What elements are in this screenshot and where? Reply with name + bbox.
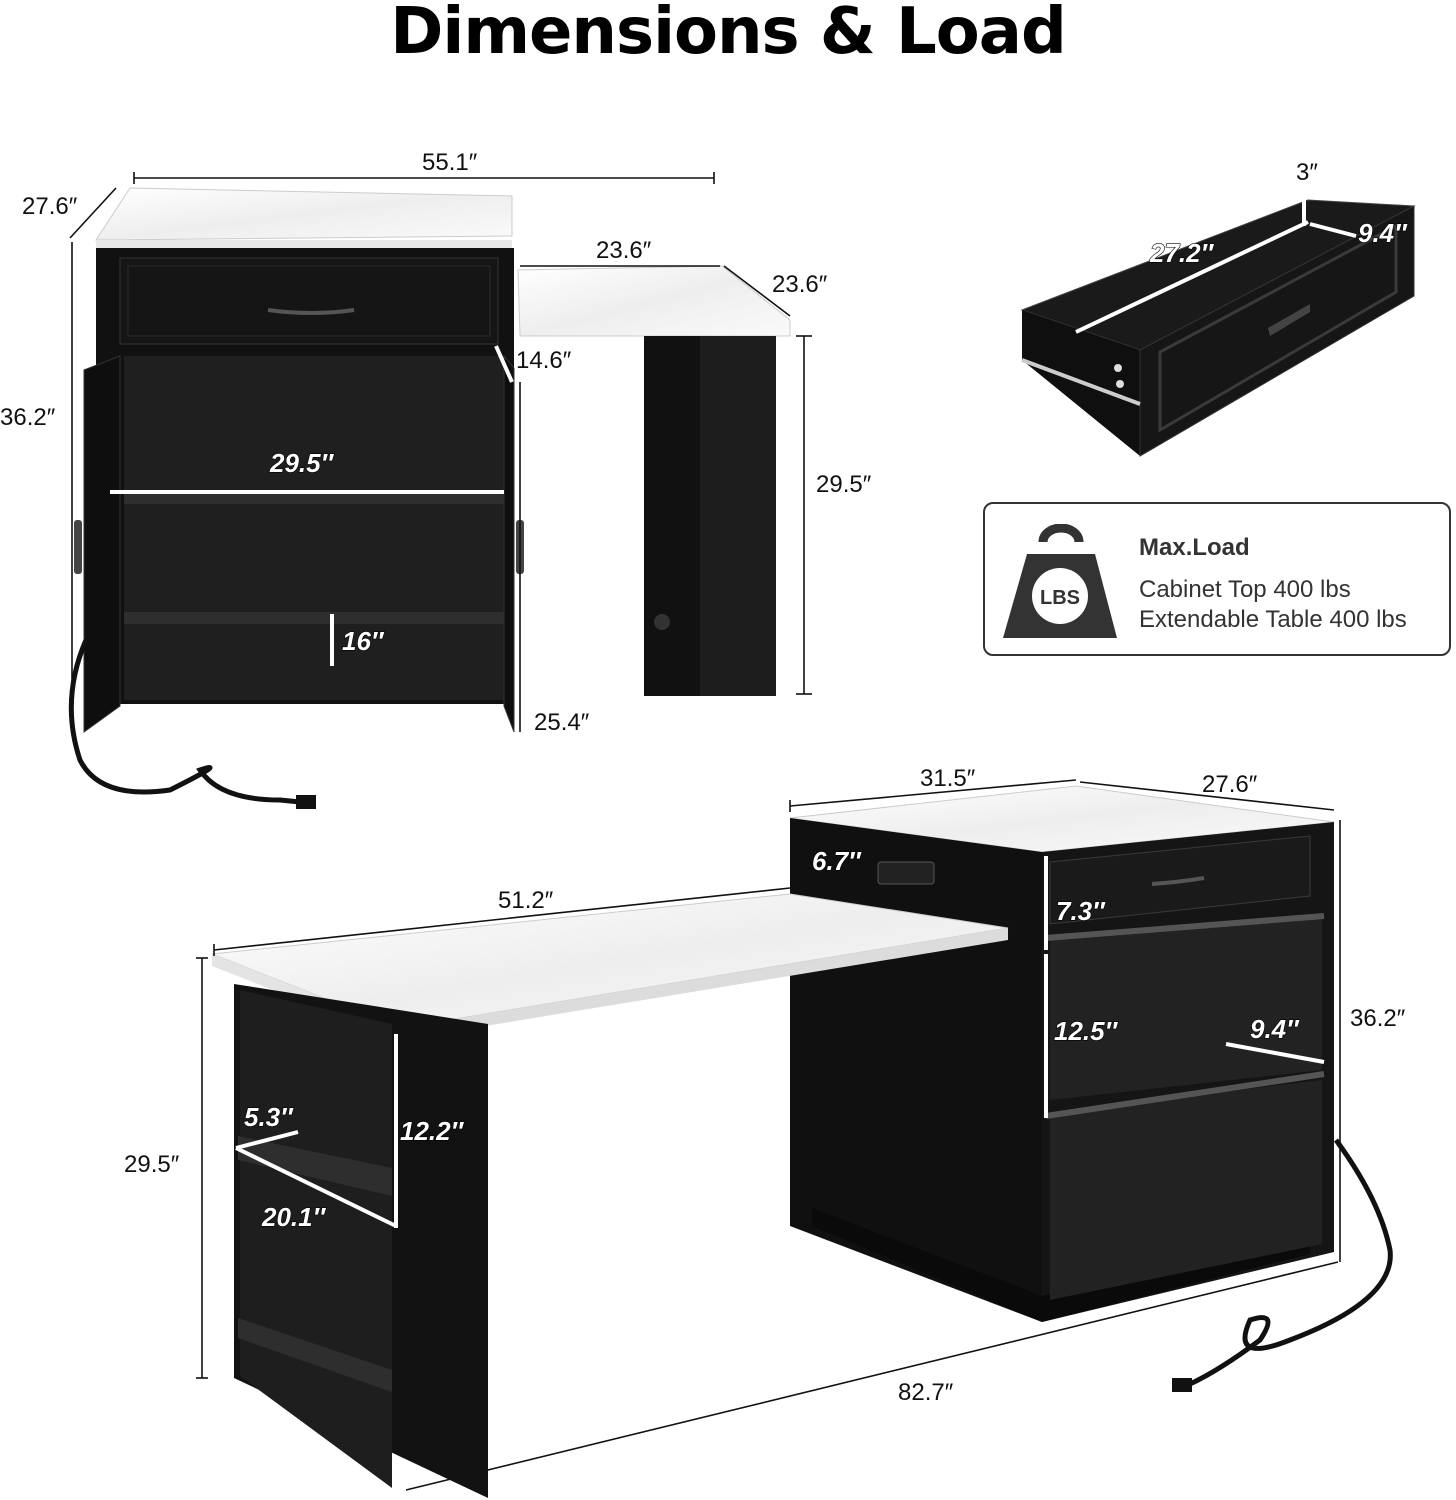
dim-leg-shelf-width: 5.3″: [244, 1102, 294, 1132]
dim-shelf-depth-ext: 9.4″: [1250, 1014, 1300, 1044]
dim-leg-shelf-depth: 20.1″: [261, 1202, 327, 1232]
dim-table-height: 29.5″: [816, 471, 872, 498]
dim-drawer-height: 3″: [1296, 159, 1318, 186]
dim-shelf-height-ext: 12.5″: [1054, 1016, 1119, 1046]
load-cabinet-top: Cabinet Top 400 lbs: [1139, 576, 1351, 603]
dim-drawer-width: 9.4″: [1358, 218, 1408, 248]
dim-shelf-height: 16″: [342, 626, 385, 656]
weight-icon-label: LBS: [1040, 587, 1080, 609]
dim-total-length: 82.7″: [898, 1379, 954, 1406]
max-load-panel: LBS Max.Load Cabinet Top 400 lbs Extenda…: [983, 502, 1451, 656]
dim-door-depth: 14.6″: [516, 347, 572, 374]
dim-shelf-width: 29.5″: [269, 448, 335, 478]
dim-table-width: 23.6″: [596, 237, 652, 264]
dim-ext-cabinet-height: 36.2″: [1350, 1005, 1406, 1032]
dim-cabinet-width: 55.1″: [422, 149, 478, 176]
dim-ext-cabinet-depth: 27.6″: [1202, 771, 1258, 798]
dim-ext-cabinet-width: 31.5″: [920, 765, 976, 792]
cabinet-illustration: [68, 187, 791, 809]
dim-leg-shelf-height: 12.2″: [400, 1116, 465, 1146]
dim-ext-table-height: 29.5″: [124, 1151, 180, 1178]
dim-outlet-height: 6.7″: [812, 846, 862, 876]
max-load-heading: Max.Load: [1139, 534, 1250, 561]
dim-cabinet-height: 36.2″: [0, 404, 56, 431]
dim-door-height: 25.4″: [534, 709, 590, 736]
load-extendable-table: Extendable Table 400 lbs: [1139, 606, 1407, 633]
dim-table-depth: 23.6″: [772, 271, 828, 298]
dim-table-length: 51.2″: [498, 887, 554, 914]
dim-cabinet-depth: 27.6″: [22, 193, 78, 220]
dim-drawer-height-ext: 7.3″: [1056, 896, 1106, 926]
weight-lbs-icon: LBS: [1003, 524, 1117, 638]
page-title: Dimensions & Load: [390, 0, 1067, 69]
dim-drawer-length: 27.2″: [1149, 238, 1215, 268]
extended-illustration: [211, 785, 1393, 1498]
